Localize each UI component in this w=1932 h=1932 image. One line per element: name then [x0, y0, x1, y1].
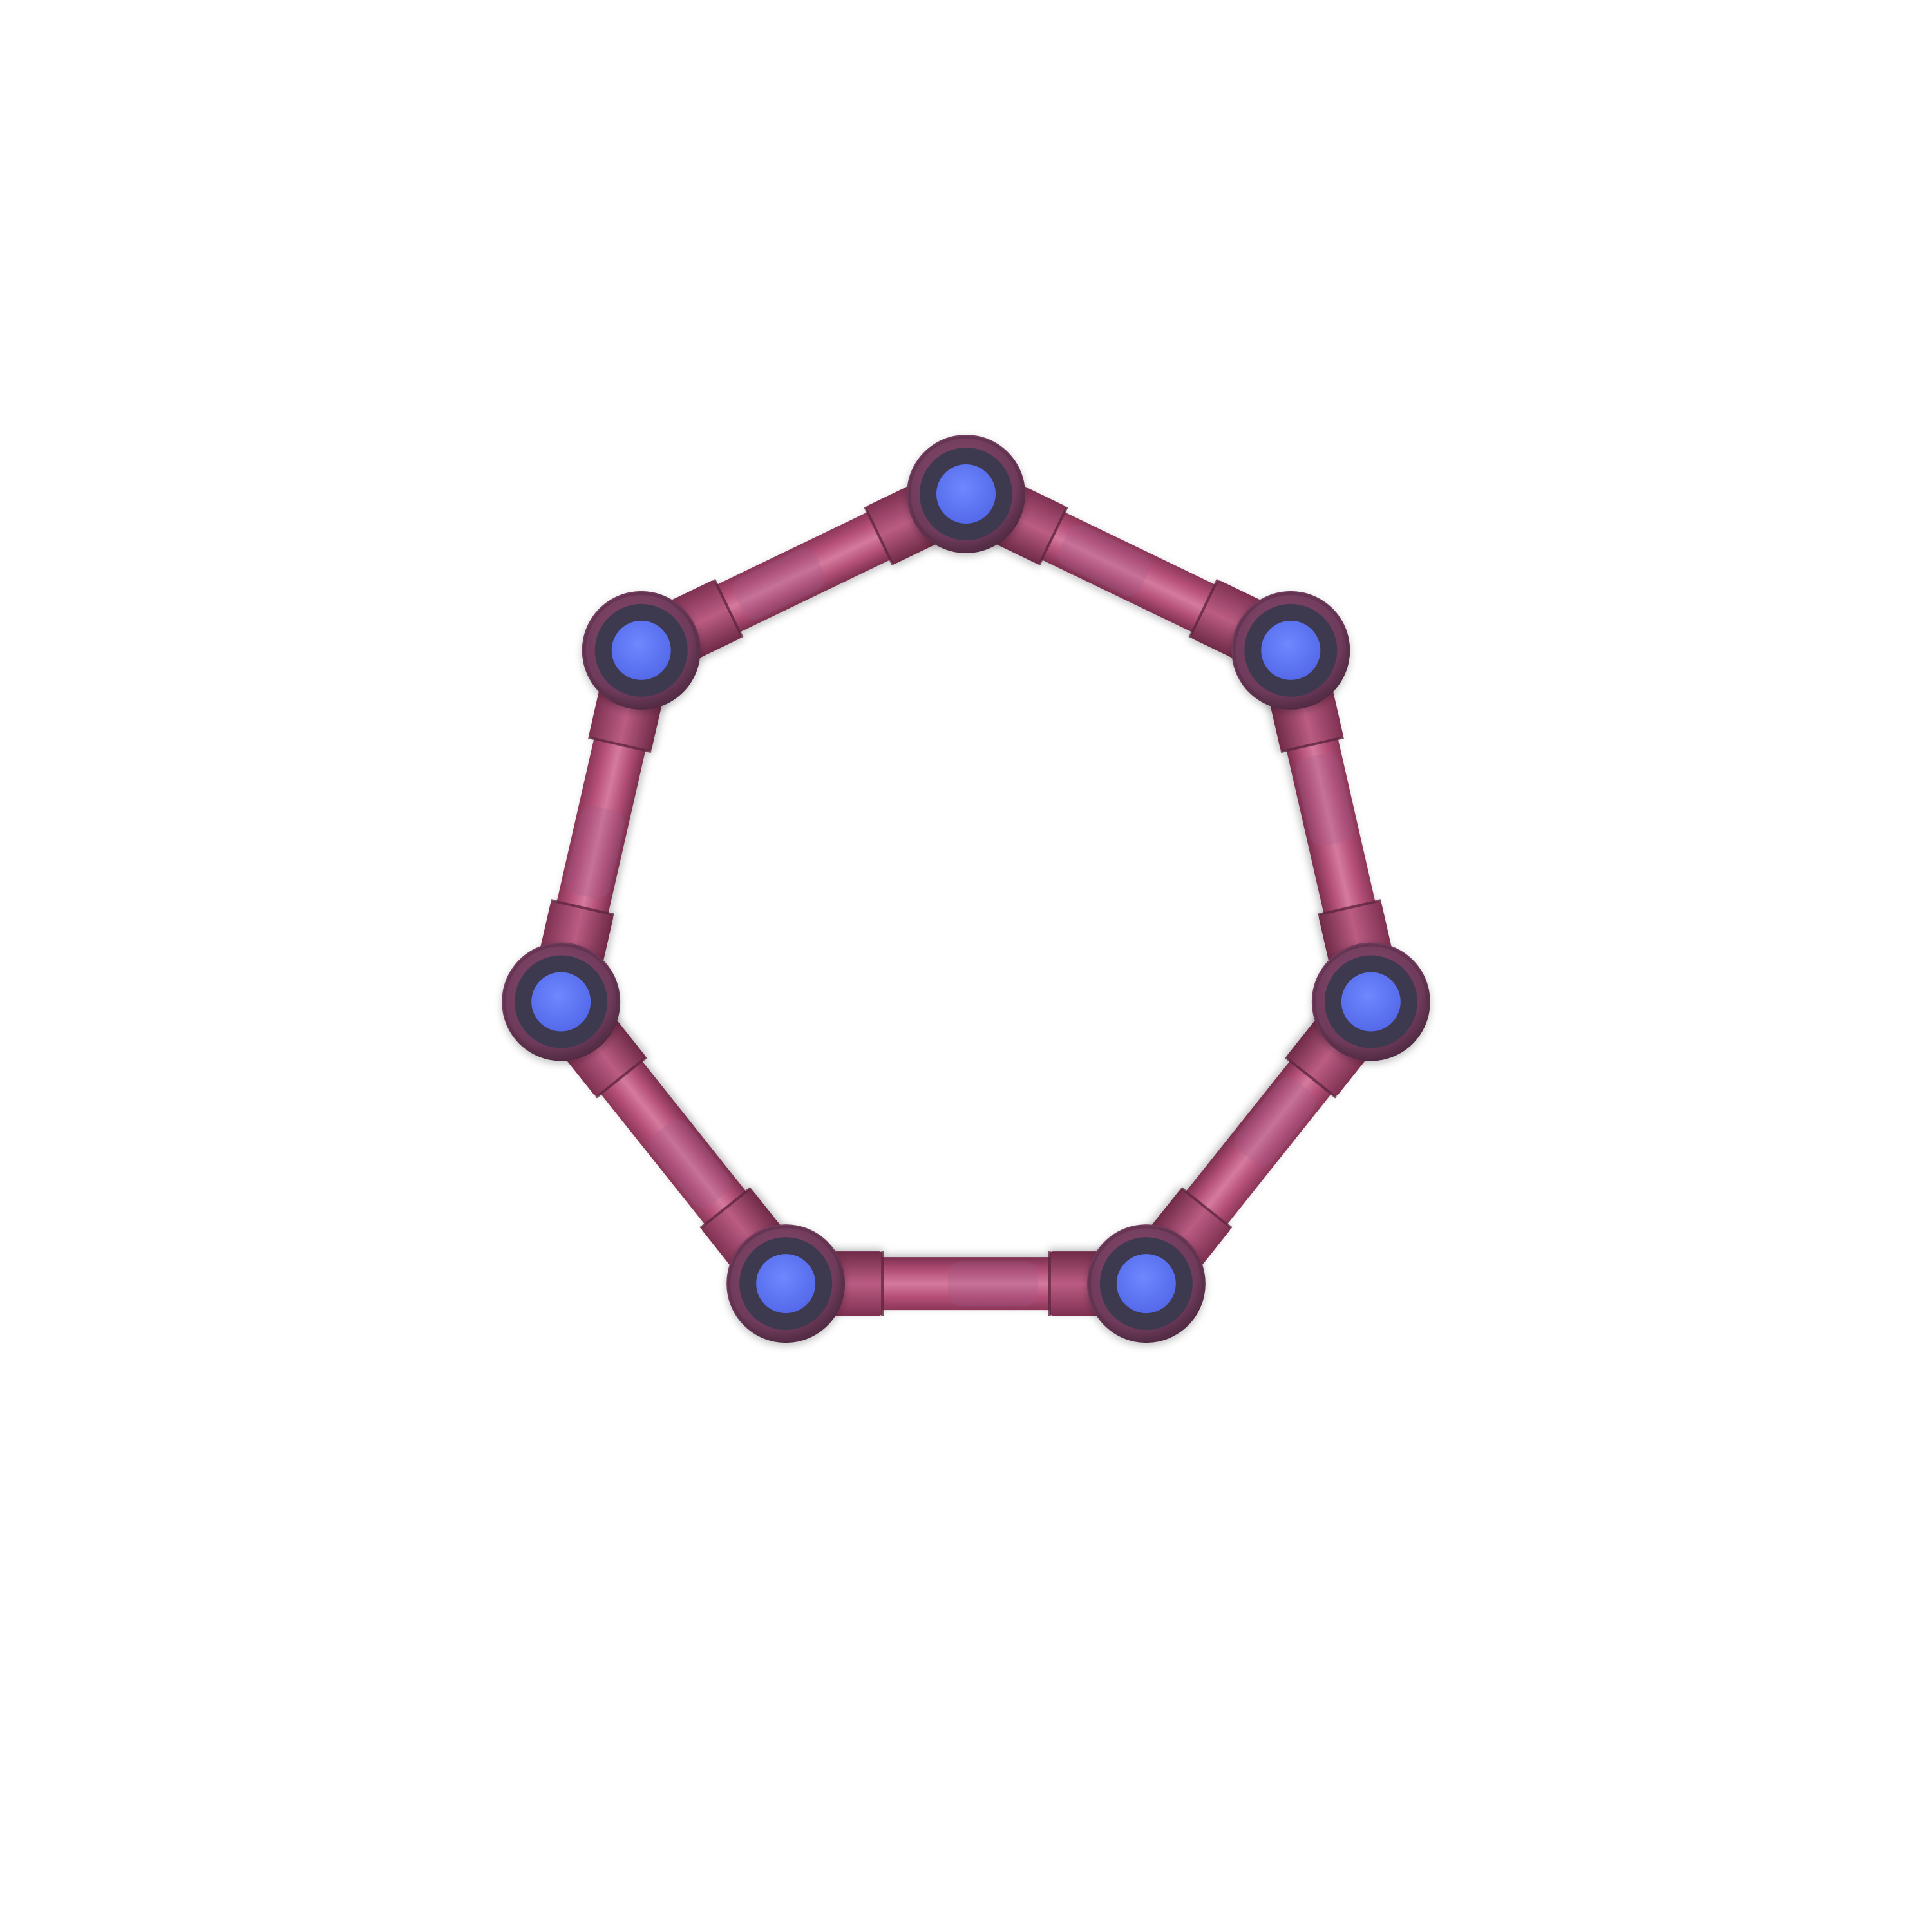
- joint-outer-edge: [1312, 943, 1429, 1060]
- pipe-texture: [565, 806, 625, 899]
- joint-node-v-lower-right: [1311, 942, 1430, 1061]
- pipe-texture: [1057, 525, 1150, 596]
- joint-node-v-bottom-right: [1086, 1224, 1206, 1343]
- pipe-seam: [1318, 899, 1381, 916]
- joint-node-v-top: [907, 435, 1025, 553]
- joint-outer-edge: [908, 436, 1024, 552]
- pipe-seam: [1280, 736, 1344, 753]
- pipe-texture: [1295, 753, 1354, 846]
- joint-core: [611, 620, 671, 680]
- joint-node-v-upper-right: [1231, 591, 1350, 710]
- joint-outer-edge: [583, 592, 699, 708]
- pipe-seam: [551, 899, 614, 916]
- joint-node-v-lower-left: [502, 942, 621, 1061]
- pipe-texture: [733, 548, 826, 620]
- joint-node-v-upper-left: [582, 591, 701, 710]
- joint-core: [1116, 1254, 1176, 1314]
- joint-outer-edge: [1233, 592, 1349, 708]
- joint-node-v-bottom-left: [726, 1224, 846, 1343]
- pipe-texture: [649, 1119, 731, 1208]
- pipe-seam: [1180, 1187, 1233, 1229]
- pipe-texture: [1235, 1077, 1316, 1166]
- pipe-seam: [1037, 506, 1068, 565]
- joint-core: [1341, 972, 1401, 1032]
- joint-outer-edge: [503, 943, 620, 1060]
- pipe-seam: [713, 578, 744, 638]
- pipe-seam: [595, 1056, 648, 1099]
- pipe-seam: [699, 1187, 752, 1229]
- joint-core: [936, 464, 996, 524]
- joint-outer-edge: [1088, 1226, 1204, 1342]
- pipe-seam: [864, 506, 895, 565]
- pipe-seam: [588, 736, 652, 753]
- joint-core: [531, 972, 591, 1032]
- pipe-seam: [1188, 578, 1219, 638]
- joint-nodes: [502, 435, 1430, 1343]
- joint-core: [1261, 620, 1321, 680]
- joint-core: [756, 1254, 816, 1314]
- pipe-edges: [530, 466, 1402, 1316]
- pipe-seam: [1284, 1056, 1337, 1099]
- joint-outer-edge: [728, 1226, 844, 1342]
- pipe-texture: [948, 1261, 1038, 1307]
